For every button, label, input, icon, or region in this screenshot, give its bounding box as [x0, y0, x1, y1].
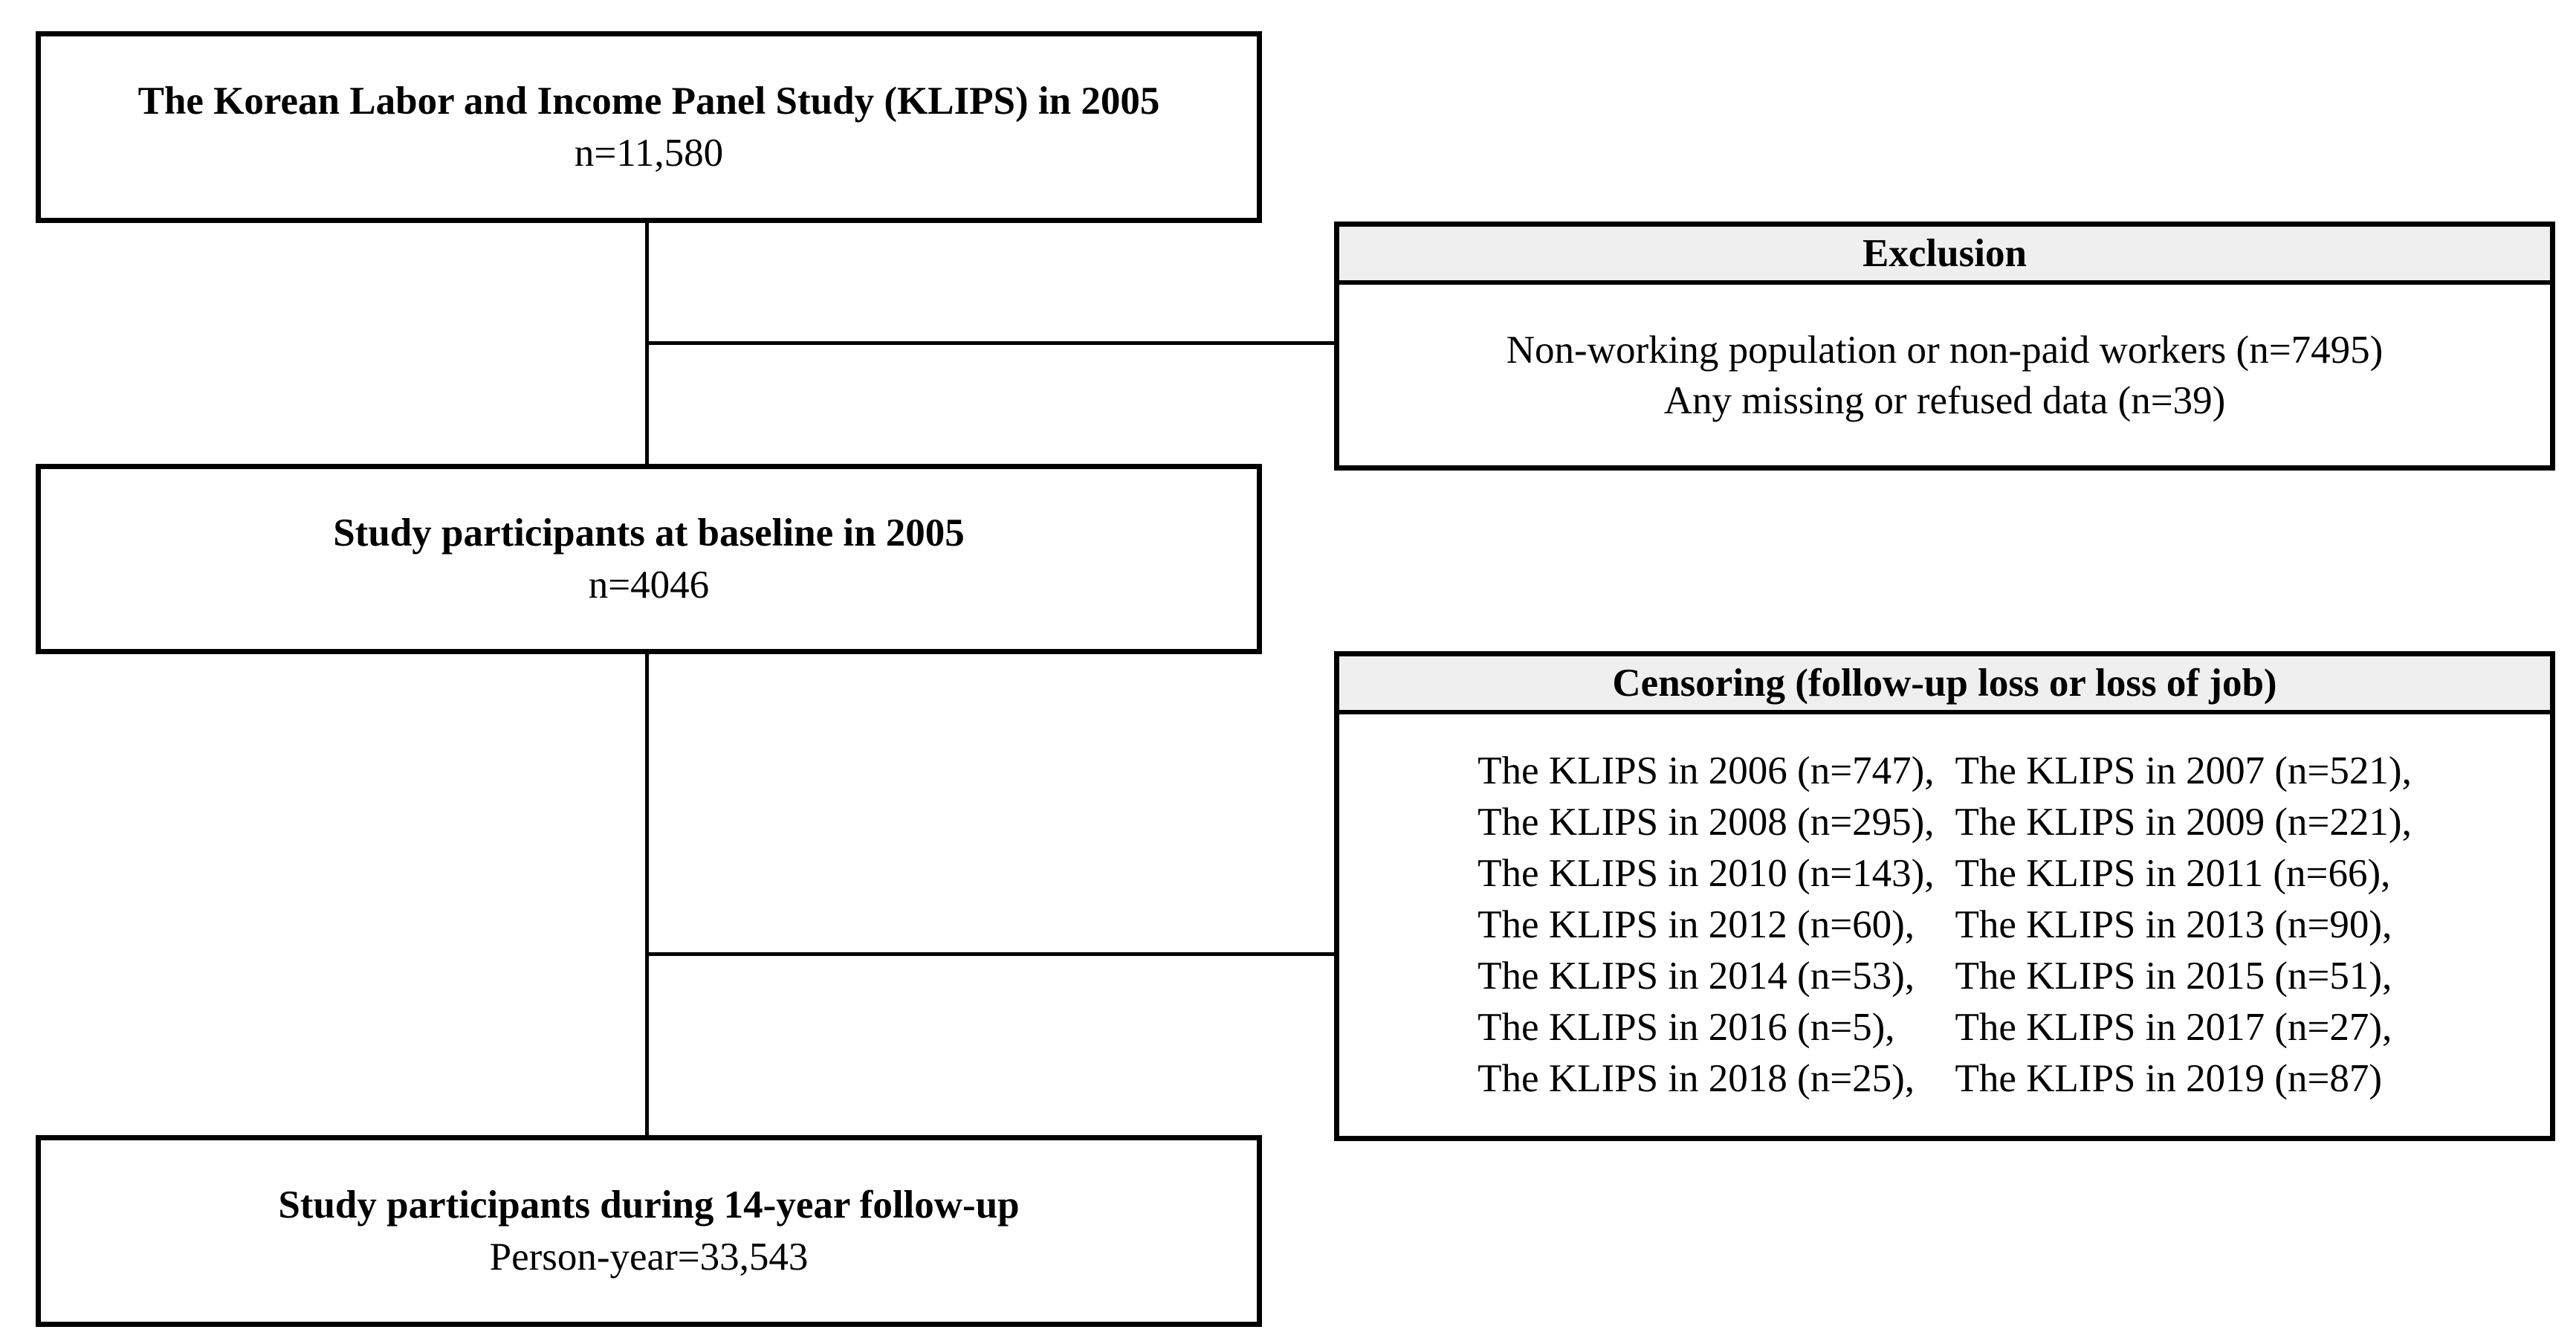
censoring-item-2007: The KLIPS in 2007 (n=521), [1955, 749, 2412, 792]
klips-2005-box: The Korean Labor and Income Panel Study … [36, 31, 1262, 223]
censoring-row: The KLIPS in 2008 (n=295), The KLIPS in … [1478, 797, 2412, 848]
censoring-box: Censoring (follow-up loss or loss of job… [1334, 651, 2555, 1141]
connector-bottom-vertical [645, 652, 649, 1137]
followup-box: Study participants during 14-year follow… [36, 1135, 1262, 1327]
censoring-item-2009: The KLIPS in 2009 (n=221), [1955, 801, 2412, 844]
exclusion-header: Exclusion [1339, 227, 2550, 285]
klips-2005-count: n=11,580 [574, 132, 724, 175]
censoring-item-2008: The KLIPS in 2008 (n=295), [1478, 801, 1935, 844]
censoring-item-2016: The KLIPS in 2016 (n=5), [1478, 1006, 1895, 1049]
baseline-count: n=4046 [588, 563, 710, 607]
censoring-item-2006: The KLIPS in 2006 (n=747), [1478, 749, 1935, 792]
censoring-list: The KLIPS in 2006 (n=747), The KLIPS in … [1339, 714, 2550, 1136]
censoring-row: The KLIPS in 2016 (n=5), The KLIPS in 20… [1478, 1002, 2412, 1053]
censoring-item-2010: The KLIPS in 2010 (n=143), [1478, 852, 1935, 895]
exclusion-box: Exclusion Non-working population or non-… [1334, 222, 2555, 471]
censoring-row: The KLIPS in 2006 (n=747), The KLIPS in … [1478, 746, 2412, 797]
censoring-item-2011: The KLIPS in 2011 (n=66), [1955, 852, 2391, 895]
censoring-row: The KLIPS in 2018 (n=25), The KLIPS in 2… [1478, 1053, 2412, 1105]
baseline-title: Study participants at baseline in 2005 [333, 511, 965, 555]
censoring-item-2019: The KLIPS in 2019 (n=87) [1955, 1057, 2383, 1100]
baseline-box: Study participants at baseline in 2005 n… [36, 464, 1262, 654]
censoring-item-2015: The KLIPS in 2015 (n=51), [1955, 954, 2392, 998]
connector-exclusion-branch [645, 341, 1336, 345]
klips-2005-title: The Korean Labor and Income Panel Study … [137, 80, 1160, 123]
censoring-header: Censoring (follow-up loss or loss of job… [1339, 656, 2550, 714]
exclusion-item-missing: Any missing or refused data (n=39) [1663, 378, 2226, 422]
exclusion-item-nonworking: Non-working population or non-paid worke… [1506, 328, 2384, 372]
censoring-row: The KLIPS in 2010 (n=143), The KLIPS in … [1478, 848, 2412, 899]
censoring-row: The KLIPS in 2012 (n=60), The KLIPS in 2… [1478, 899, 2412, 951]
censoring-item-2018: The KLIPS in 2018 (n=25), [1478, 1057, 1915, 1100]
connector-censoring-branch [645, 952, 1336, 956]
censoring-row: The KLIPS in 2014 (n=53), The KLIPS in 2… [1478, 951, 2412, 1002]
followup-person-years: Person-year=33,543 [489, 1235, 809, 1279]
followup-title: Study participants during 14-year follow… [278, 1183, 1020, 1227]
censoring-item-2017: The KLIPS in 2017 (n=27), [1955, 1006, 2392, 1049]
censoring-item-2012: The KLIPS in 2012 (n=60), [1478, 903, 1915, 946]
censoring-item-2014: The KLIPS in 2014 (n=53), [1478, 954, 1915, 998]
censoring-item-2013: The KLIPS in 2013 (n=90), [1955, 903, 2392, 946]
exclusion-body: Non-working population or non-paid worke… [1339, 285, 2550, 465]
censoring-table: The KLIPS in 2006 (n=747), The KLIPS in … [1478, 746, 2412, 1105]
